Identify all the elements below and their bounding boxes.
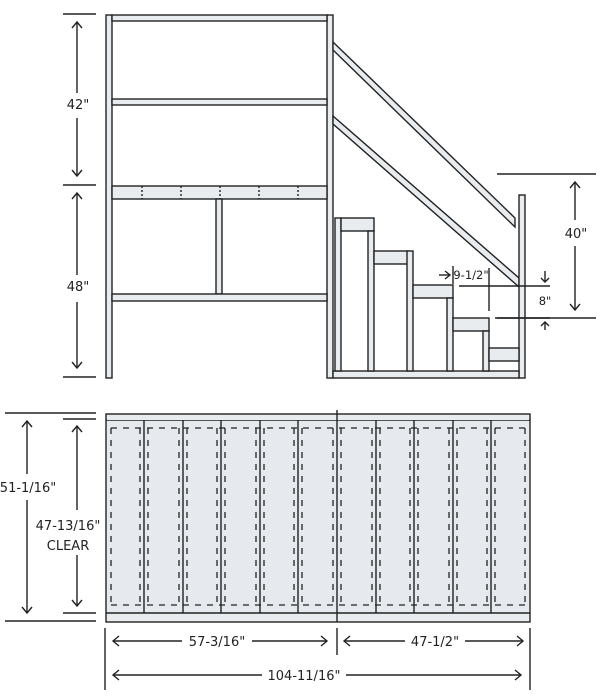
- top-rail: [111, 14, 328, 22]
- hidden-joists: [110, 427, 526, 606]
- stair-bottom-plate: [332, 370, 520, 379]
- dimension-clear-depth: 47-13/16" CLEAR: [36, 418, 101, 614]
- stair-width-label: 47-1/2": [411, 635, 459, 650]
- step-post: [482, 330, 490, 372]
- tread: [373, 250, 409, 265]
- dimension-lower-height: 48": [63, 191, 96, 378]
- overall-depth-label: 51-1/16": [0, 481, 56, 496]
- center-support: [215, 198, 223, 295]
- upper-handrail: [332, 40, 516, 229]
- deck-width-label: 57-3/16": [189, 635, 245, 650]
- step-post: [367, 230, 375, 372]
- plan-deck-area: [106, 414, 530, 622]
- tread-depth-label: 9-1/2": [453, 268, 488, 282]
- tread: [452, 317, 490, 332]
- dimension-widths: 57-3/16" 47-1/2" 104-11/16": [104, 628, 531, 690]
- lower-height-label: 48": [67, 280, 90, 295]
- upper-height-label: 42": [67, 98, 90, 113]
- right-post: [326, 14, 334, 379]
- clear-depth-label: CLEAR: [47, 539, 89, 554]
- board-dividers: [143, 420, 492, 613]
- step-post: [446, 297, 454, 372]
- lower-brace: [111, 293, 328, 302]
- riser-height-label: 8": [539, 294, 552, 308]
- left-post: [105, 14, 113, 379]
- tread: [340, 217, 375, 232]
- tread: [412, 284, 454, 299]
- plan-outer-frame: [105, 413, 531, 623]
- dimension-riser-height: 8": [459, 271, 551, 330]
- step-post: [406, 250, 414, 372]
- plan-view: 51-1/16" 47-13/16" CLEAR 57-3/16": [0, 410, 531, 690]
- rail-height-label: 40": [565, 227, 588, 242]
- dimension-upper-height: 42": [63, 13, 96, 186]
- clear-depth-value: 47-13/16": [36, 519, 101, 534]
- overall-width-label: 104-11/16": [268, 669, 341, 684]
- dimension-overall-depth: 51-1/16": [0, 412, 96, 622]
- mid-rail: [111, 98, 328, 106]
- dimension-tread-depth: 9-1/2": [439, 266, 490, 311]
- step-post: [334, 217, 342, 372]
- elevation-view: 42" 48" 40" 9-1/2": [63, 13, 596, 379]
- tread: [488, 347, 520, 362]
